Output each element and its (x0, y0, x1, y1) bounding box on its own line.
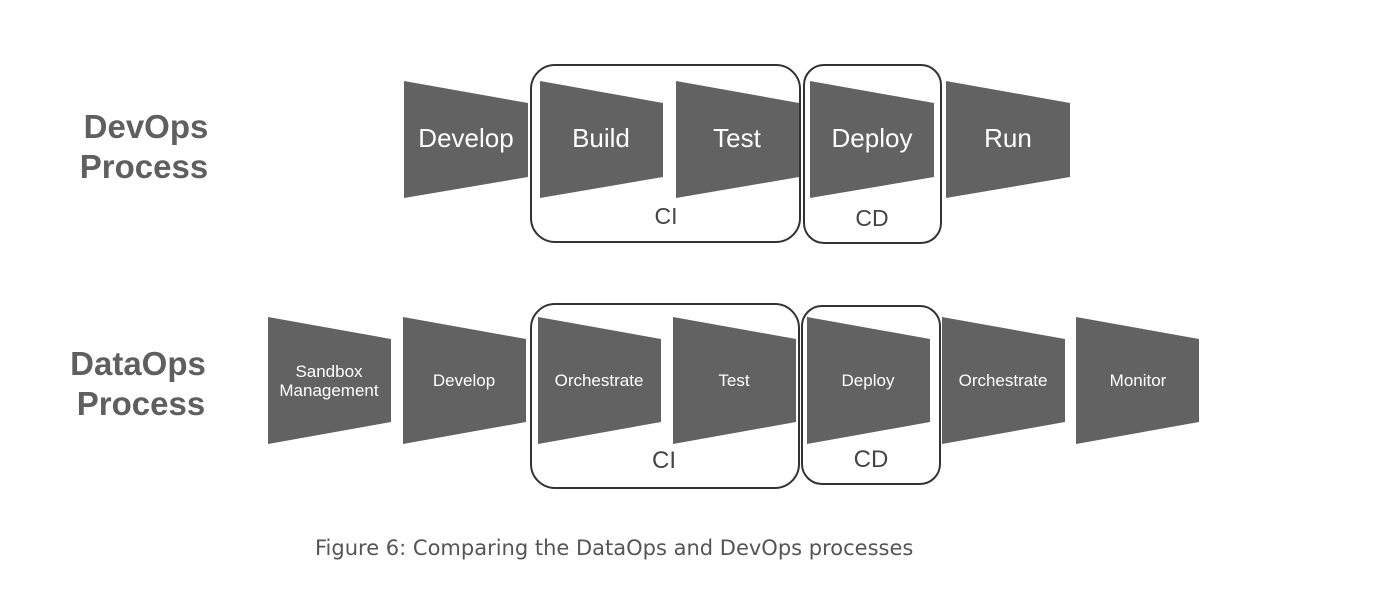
devops-ci-label: CI (655, 203, 678, 229)
dataops-stage-orchestrate-cd: Orchestrate (942, 317, 1065, 444)
dataops-stage-sandbox-management: Sandbox Management (268, 317, 391, 444)
devops-row: DevOps Process Develop Build Test Deploy… (80, 64, 1070, 244)
dataops-stage-deploy: Deploy (807, 317, 930, 444)
figure-caption: Figure 6: Comparing the DataOps and DevO… (315, 536, 914, 560)
dataops-title-line2: Process (77, 385, 205, 422)
devops-stage-run-label: Run (984, 123, 1032, 153)
devops-stage-run: Run (946, 81, 1070, 198)
dataops-cd-group: CD (801, 305, 941, 485)
dataops-cd-box (801, 305, 941, 485)
devops-cd-group: CD (803, 64, 942, 244)
devops-stage-build-label: Build (572, 123, 630, 153)
dataops-stage-test-label: Test (718, 371, 749, 390)
dataops-stage-deploy-shape (807, 317, 930, 444)
dataops-stage-orchestrate-ci-label: Orchestrate (555, 371, 644, 390)
dataops-stage-orchestrate-cd-shape (942, 317, 1065, 444)
devops-stage-develop: Develop (404, 81, 528, 198)
devops-stage-deploy: Deploy (810, 81, 934, 198)
devops-stage-test-shape (676, 81, 799, 198)
dataops-stage-deploy-label: Deploy (842, 371, 895, 390)
devops-ci-group: CI (530, 64, 801, 243)
devops-stage-deploy-label: Deploy (832, 123, 913, 153)
devops-stage-build: Build (540, 81, 663, 198)
dataops-stage-orchestrate-ci-shape (538, 317, 661, 444)
devops-cd-label: CD (855, 205, 888, 231)
dataops-row: DataOps Process Sandbox Management Devel… (70, 303, 1199, 489)
dataops-ci-label: CI (652, 447, 676, 474)
dataops-ci-box (530, 303, 800, 489)
dataops-stage-sandbox-label-line1: Sandbox (295, 362, 363, 381)
dataops-stage-monitor-label: Monitor (1110, 371, 1167, 390)
devops-stage-run-shape (946, 81, 1070, 198)
devops-stage-test: Test (676, 81, 799, 198)
dataops-stage-test: Test (673, 317, 796, 444)
dataops-stage-develop-shape (403, 317, 526, 444)
dataops-stage-develop-label: Develop (433, 371, 495, 390)
dataops-stage-test-shape (673, 317, 796, 444)
devops-stage-deploy-shape (810, 81, 934, 198)
devops-stage-build-shape (540, 81, 663, 198)
devops-title-line1: DevOps (84, 108, 209, 145)
dataops-stage-monitor: Monitor (1076, 317, 1199, 444)
devops-title-line2: Process (80, 148, 208, 185)
dataops-ci-group: CI (530, 303, 800, 489)
dataops-cd-label: CD (854, 446, 889, 473)
dataops-stage-orchestrate-ci: Orchestrate (538, 317, 661, 444)
dataops-stage-orchestrate-cd-label: Orchestrate (959, 371, 1048, 390)
devops-cd-box (803, 64, 942, 244)
devops-stage-test-label: Test (713, 123, 761, 153)
devops-stage-develop-shape (404, 81, 528, 198)
dataops-stage-develop: Develop (403, 317, 526, 444)
devops-ci-box (530, 64, 801, 243)
dataops-stage-sandbox-management-shape (268, 317, 391, 444)
dataops-stage-sandbox-label-line2: Management (279, 381, 379, 400)
dataops-stage-monitor-shape (1076, 317, 1199, 444)
devops-stage-develop-label: Develop (418, 123, 513, 153)
dataops-title-line1: DataOps (70, 345, 206, 382)
